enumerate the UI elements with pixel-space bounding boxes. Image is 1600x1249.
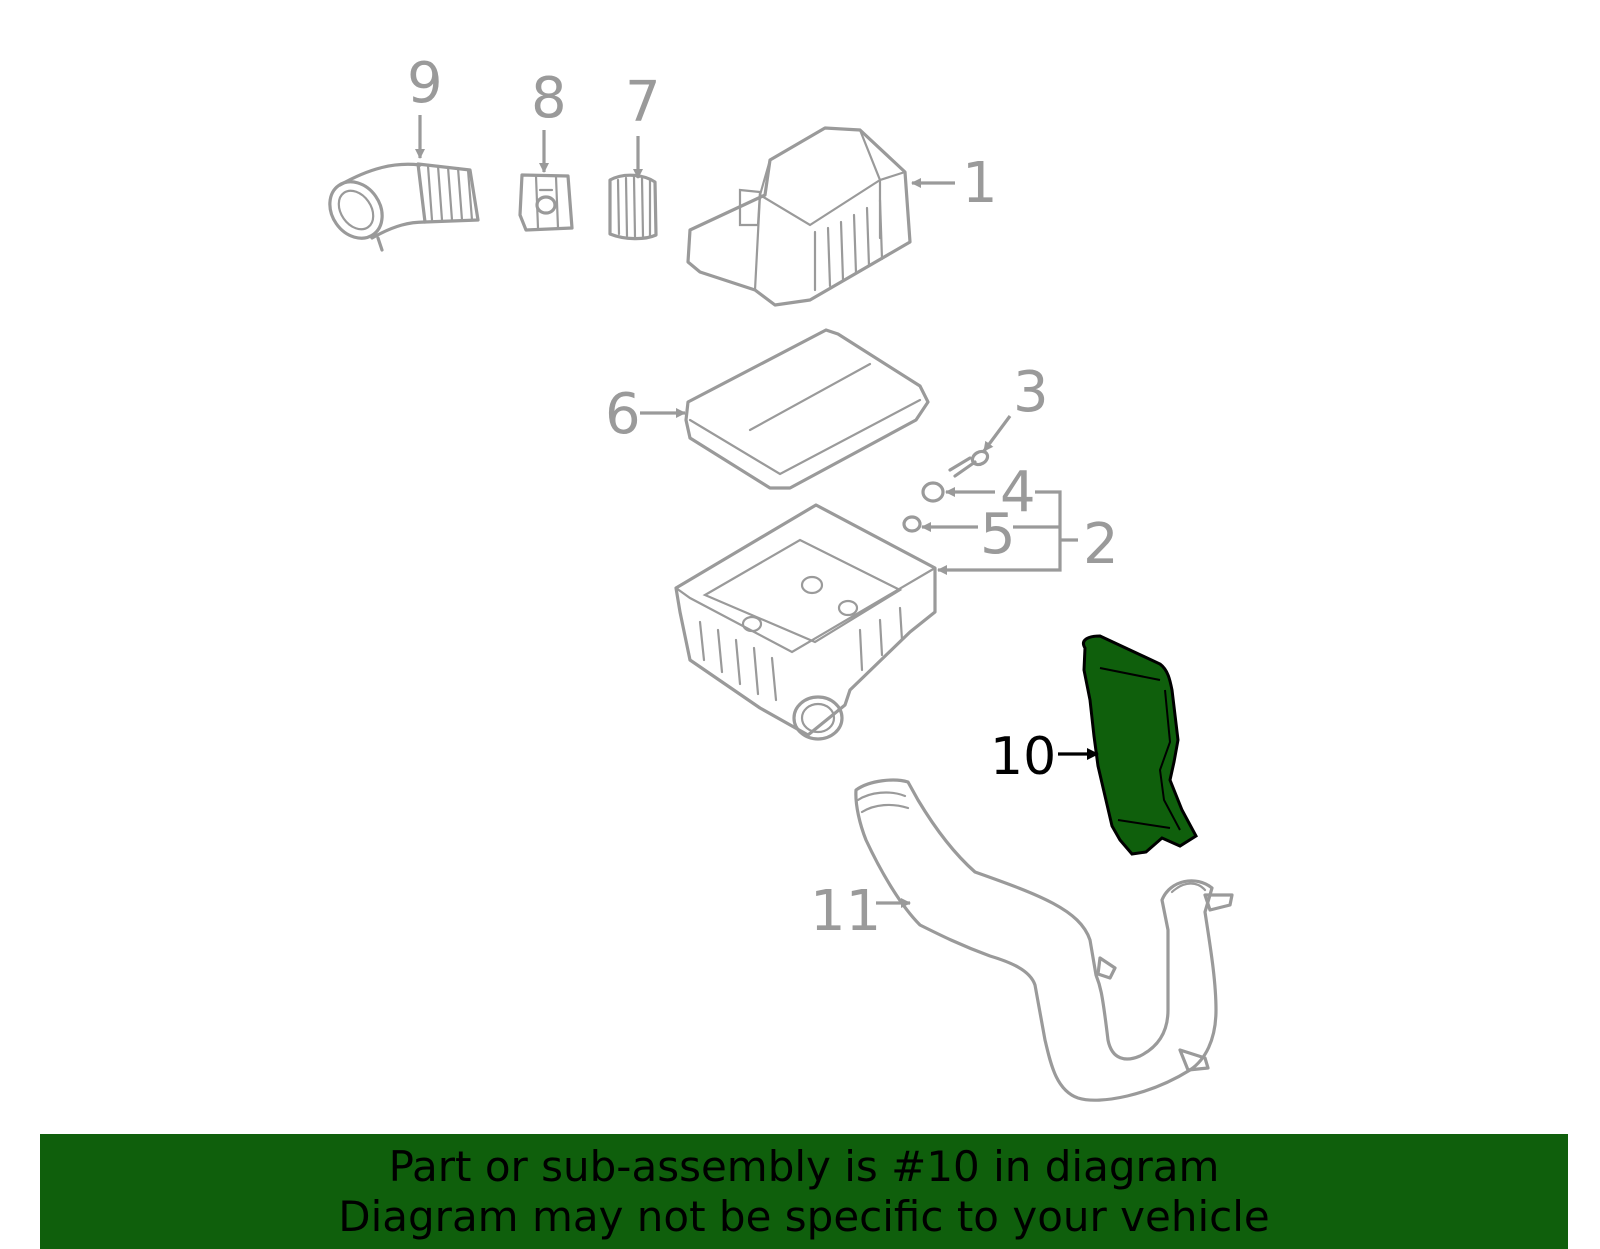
- part-1-air-cleaner-cover[interactable]: [686, 126, 912, 307]
- part-8-sensor[interactable]: [518, 173, 574, 232]
- callout-8: 8: [531, 66, 567, 131]
- callout-4: 4: [1000, 460, 1036, 525]
- banner-line-1: Part or sub-assembly is #10 in diagram: [388, 1142, 1220, 1191]
- part-11-outlet-duct[interactable]: [854, 778, 1234, 1102]
- callout-6: 6: [605, 382, 641, 447]
- banner-line-2: Diagram may not be specific to your vehi…: [338, 1192, 1270, 1241]
- callout-7: 7: [625, 70, 661, 135]
- callout-3: 3: [1013, 360, 1049, 425]
- callout-5: 5: [980, 502, 1016, 567]
- leader-lines: [415, 115, 1099, 908]
- callout-2: 2: [1083, 512, 1119, 577]
- callout-1: 1: [962, 151, 998, 216]
- part-9-intake-hose[interactable]: [319, 162, 480, 252]
- part-2-air-cleaner-housing[interactable]: [674, 503, 937, 741]
- info-banner: Part or sub-assembly is #10 in diagram D…: [40, 1134, 1568, 1249]
- part-6-filter-element[interactable]: [684, 328, 930, 490]
- part-5-grommet[interactable]: [902, 515, 922, 533]
- part-3-bolt[interactable]: [948, 449, 990, 478]
- callout-11: 11: [810, 879, 881, 944]
- part-10-air-duct-highlighted[interactable]: [1082, 634, 1198, 856]
- callout-10: 10: [990, 727, 1056, 787]
- part-4-grommet[interactable]: [921, 481, 945, 503]
- callout-9: 9: [407, 51, 443, 116]
- part-7-grommet[interactable]: [608, 173, 658, 241]
